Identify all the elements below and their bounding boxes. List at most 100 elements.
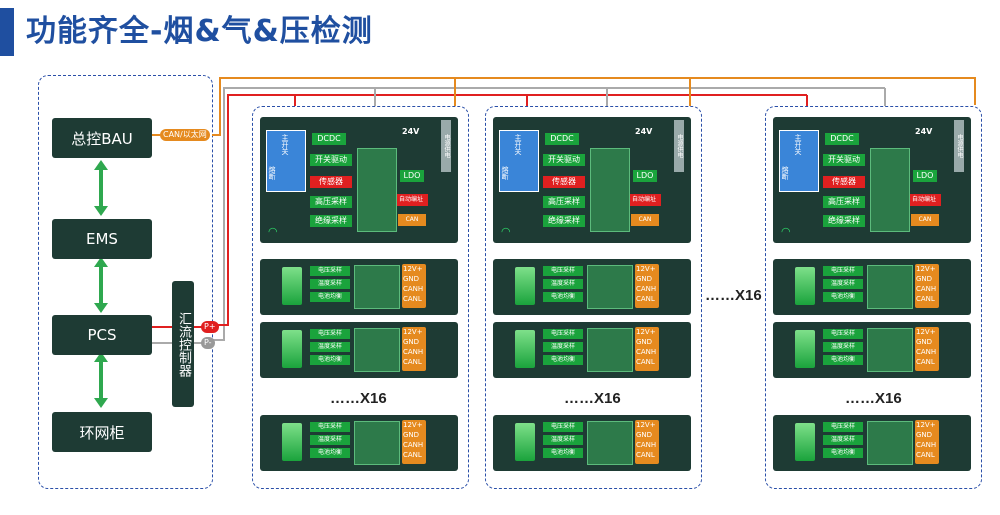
module-label-2-1-2: 温度采样 <box>543 279 583 289</box>
module-pin-2-1-2: GND <box>636 275 653 283</box>
controller-pcb-3 <box>870 148 910 232</box>
switch-drive-box-1: 开关驱动 <box>310 154 352 166</box>
module-pin-1-3-2: GND <box>403 431 420 439</box>
module-label-2-2-1: 电压采样 <box>543 329 583 339</box>
module-label-1-1-3: 电池均衡 <box>310 292 350 302</box>
hv-sample-box-2: 高压采样 <box>543 196 585 208</box>
sensor-box-2: 传感器 <box>543 176 585 188</box>
converter-box: 汇流控制器 <box>172 281 194 407</box>
module-pin-box-2-2 <box>635 327 659 371</box>
module-pin-1-2-1: 12V+ <box>403 328 423 336</box>
module-label-1-3-2: 温度采样 <box>310 435 350 445</box>
power-supply-bar-1: 电源供电 <box>441 120 451 172</box>
module-label-2-2-3: 电池均衡 <box>543 355 583 365</box>
module-pin-2-2-1: 12V+ <box>636 328 656 336</box>
p-minus-tag: P- <box>201 337 215 349</box>
battery-icon-3-3 <box>795 423 815 461</box>
module-pin-3-2-3: CANH <box>916 348 937 356</box>
module-pin-3-3-4: CANL <box>916 451 935 459</box>
hv-sample-box-1: 高压采样 <box>310 196 352 208</box>
main-switch-box-2 <box>499 130 539 192</box>
module-label-3-3-3: 电池均衡 <box>823 448 863 458</box>
ring-main-unit-box: 环网柜 <box>52 412 152 452</box>
module-label-2-3-1: 电压采样 <box>543 422 583 432</box>
x16-module-label-2: ……X16 <box>564 390 621 407</box>
ldo-box-1: LDO <box>400 170 424 182</box>
x16-module-label-1: ……X16 <box>330 390 387 407</box>
battery-icon-1-2 <box>282 330 302 368</box>
x16-cluster-label: ……X16 <box>705 287 762 304</box>
dcdc-box-3: DCDC <box>825 133 859 145</box>
v24-label-2: 24V <box>635 127 653 136</box>
module-pin-1-2-2: GND <box>403 338 420 346</box>
switch-drive-box-2: 开关驱动 <box>543 154 585 166</box>
module-pin-2-1-3: CANH <box>636 285 657 293</box>
module-label-1-1-2: 温度采样 <box>310 279 350 289</box>
module-label-1-1-1: 电压采样 <box>310 266 350 276</box>
module-label-2-1-1: 电压采样 <box>543 266 583 276</box>
module-pcb-2-2 <box>587 328 633 372</box>
module-label-3-1-2: 温度采样 <box>823 279 863 289</box>
module-pin-3-2-2: GND <box>916 338 933 346</box>
module-pcb-2-1 <box>587 265 633 309</box>
module-pin-box-3-1 <box>915 264 939 308</box>
battery-icon-2-2 <box>515 330 535 368</box>
module-label-3-2-2: 温度采样 <box>823 342 863 352</box>
module-label-2-1-3: 电池均衡 <box>543 292 583 302</box>
ins-sample-box-3: 绝缘采样 <box>823 215 865 227</box>
module-pcb-3-2 <box>867 328 913 372</box>
module-pin-2-2-2: GND <box>636 338 653 346</box>
fuse-label-2: 熔断 <box>501 166 509 180</box>
ldo-box-2: LDO <box>633 170 657 182</box>
module-pin-box-1-1 <box>402 264 426 308</box>
main-switch-label-1: 主开关 <box>281 134 289 155</box>
v24-label-1: 24V <box>402 127 420 136</box>
ems-box: EMS <box>52 219 152 259</box>
module-pin-1-1-1: 12V+ <box>403 265 423 273</box>
module-label-3-2-3: 电池均衡 <box>823 355 863 365</box>
module-pin-box-3-3 <box>915 420 939 464</box>
main-switch-box-1 <box>266 130 306 192</box>
main-switch-box-3 <box>779 130 819 192</box>
module-pin-2-3-2: GND <box>636 431 653 439</box>
module-label-3-1-1: 电压采样 <box>823 266 863 276</box>
sensor-box-3: 传感器 <box>823 176 865 188</box>
module-pin-1-3-4: CANL <box>403 451 422 459</box>
wifi-icon-2: ◠ <box>501 225 511 238</box>
module-label-2-3-2: 温度采样 <box>543 435 583 445</box>
module-label-1-2-2: 温度采样 <box>310 342 350 352</box>
module-pcb-3-3 <box>867 421 913 465</box>
module-pin-2-3-1: 12V+ <box>636 421 656 429</box>
v24-label-3: 24V <box>915 127 933 136</box>
module-label-3-2-1: 电压采样 <box>823 329 863 339</box>
controller-pcb-1 <box>357 148 397 232</box>
p-plus-tag: P+ <box>201 321 219 333</box>
module-pin-3-3-2: GND <box>916 431 933 439</box>
module-label-1-2-3: 电池均衡 <box>310 355 350 365</box>
battery-icon-2-1 <box>515 267 535 305</box>
battery-icon-3-1 <box>795 267 815 305</box>
wifi-icon-1: ◠ <box>268 225 278 238</box>
module-pin-box-2-3 <box>635 420 659 464</box>
module-label-1-3-3: 电池均衡 <box>310 448 350 458</box>
module-pin-box-2-1 <box>635 264 659 308</box>
module-pcb-1-1 <box>354 265 400 309</box>
module-pin-2-1-4: CANL <box>636 295 655 303</box>
power-supply-bar-2: 电源供电 <box>674 120 684 172</box>
addr-box-3: 自动编址 <box>907 194 941 206</box>
module-pcb-2-3 <box>587 421 633 465</box>
battery-icon-1-3 <box>282 423 302 461</box>
title-accent-bar <box>0 8 14 56</box>
controller-pcb-2 <box>590 148 630 232</box>
module-pin-3-1-4: CANL <box>916 295 935 303</box>
power-supply-bar-3: 电源供电 <box>954 120 964 172</box>
module-label-2-2-2: 温度采样 <box>543 342 583 352</box>
module-pin-2-3-3: CANH <box>636 441 657 449</box>
battery-icon-3-2 <box>795 330 815 368</box>
module-label-3-3-2: 温度采样 <box>823 435 863 445</box>
module-pin-2-2-4: CANL <box>636 358 655 366</box>
module-pin-1-1-2: GND <box>403 275 420 283</box>
module-pin-3-2-4: CANL <box>916 358 935 366</box>
addr-box-2: 自动编址 <box>627 194 661 206</box>
module-pin-3-2-1: 12V+ <box>916 328 936 336</box>
